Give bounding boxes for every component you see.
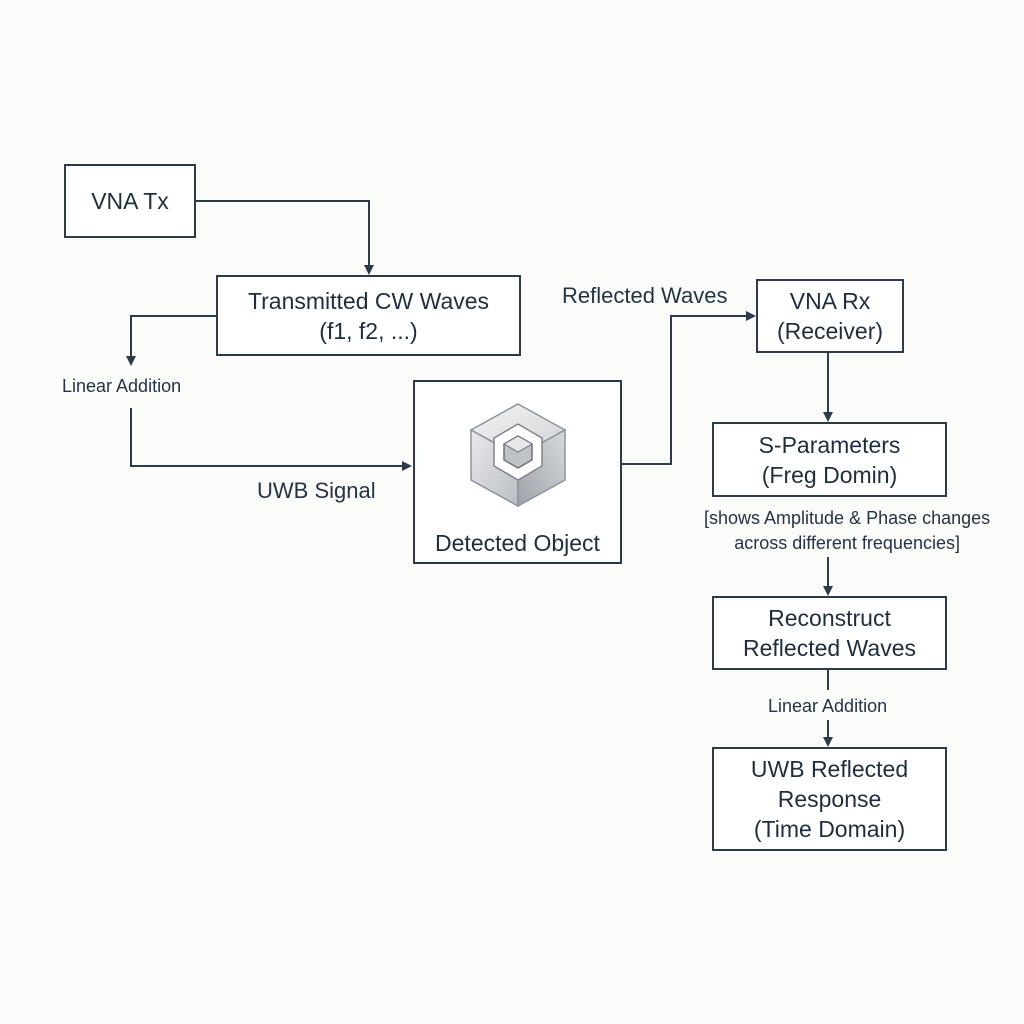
node-detected-object-label: Detected Object (435, 530, 600, 556)
edge-label-linear-addition-right: Linear Addition (768, 696, 888, 716)
node-vna-tx-label: VNA Tx (91, 188, 169, 214)
cube-icon (469, 403, 567, 508)
node-uwb-reflected-response: UWB Reflected Response (Time Domain) (712, 747, 947, 851)
node-reconstruct-line1: Reconstruct (768, 605, 891, 631)
annotation-line2: across different frequencies] (734, 533, 960, 553)
edge-label-uwb-signal: UWB Signal (257, 478, 376, 503)
node-vna-tx: VNA Tx (64, 164, 196, 238)
edge-label-linear-addition-left: Linear Addition (62, 376, 182, 396)
node-uwb-response-line1: UWB Reflected (750, 756, 909, 782)
node-uwb-response-line2: Response (777, 786, 882, 812)
node-s-parameters-line1: S-Parameters (758, 431, 901, 458)
node-transmitted-line1: Transmitted CW Waves (247, 287, 490, 314)
node-reconstruct-reflected-waves: Reconstruct Reflected Waves (712, 596, 947, 670)
annotation-s-parameters-note: [shows Amplitude & Phase changes across … (704, 506, 990, 556)
node-transmitted-cw-waves: Transmitted CW Waves (f1, f2, ...) (216, 275, 521, 356)
edge-tx-to-transmitted (195, 200, 374, 275)
node-reconstruct-line2: Reflected Waves (743, 635, 916, 661)
edge-label-reflected-waves: Reflected Waves (562, 283, 728, 308)
edge-uwb-signal-to-object (130, 408, 412, 471)
edge-object-to-rx (621, 311, 756, 465)
node-vna-rx: VNA Rx (Receiver) (756, 279, 904, 353)
node-transmitted-line2: (f1, f2, ...) (319, 317, 418, 344)
node-vna-rx-line2: (Receiver) (776, 318, 884, 344)
node-vna-rx-line1: VNA Rx (789, 288, 871, 314)
node-uwb-response-line3: (Time Domain) (753, 816, 906, 842)
node-s-parameters: S-Parameters (Freg Domin) (712, 422, 947, 497)
node-s-parameters-line2: (Freg Domin) (761, 461, 898, 488)
edge-transmitted-to-linear-addition (126, 315, 216, 366)
node-detected-object: Detected Object (413, 380, 622, 564)
annotation-line1: [shows Amplitude & Phase changes (704, 508, 991, 528)
